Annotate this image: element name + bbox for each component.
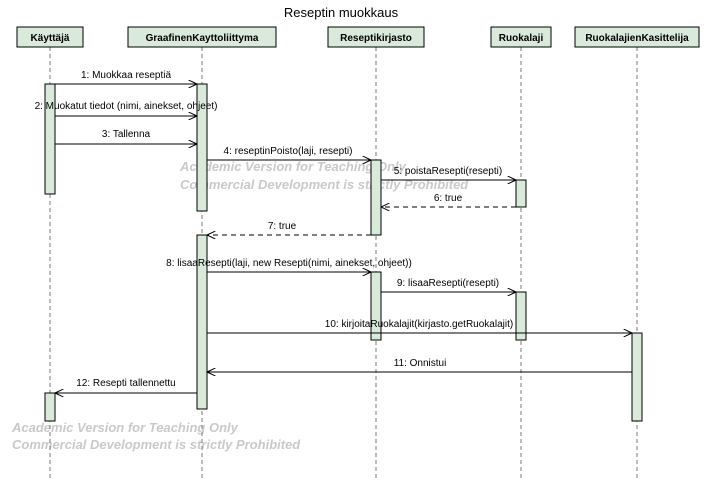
message-10: 10: kirjoitaRuokalajit(kirjasto.getRuoka… bbox=[207, 319, 632, 333]
activation-graafinen-2 bbox=[196, 234, 208, 410]
message-7-label: 7: true bbox=[268, 221, 297, 232]
message-8: 8: lisaaResepti(laji, new Resepti(nimi, … bbox=[166, 258, 412, 272]
participant-graafinen-label: GraafinenKayttoliittyma bbox=[146, 33, 259, 44]
messages: 1: Muokkaa reseptiä 2: Muokatut tiedot (… bbox=[35, 70, 632, 393]
message-11-label: 11: Onnistui bbox=[394, 358, 447, 369]
message-9-label: 9: lisaaResepti(resepti) bbox=[397, 278, 499, 289]
message-11: 11: Onnistui bbox=[207, 358, 632, 372]
participant-graafinen: GraafinenKayttoliittyma bbox=[127, 26, 277, 48]
watermark-lower: Academic Version for Teaching Only Comme… bbox=[11, 420, 301, 452]
message-9: 9: lisaaResepti(resepti) bbox=[381, 278, 516, 292]
message-2: 2: Muokatut tiedot (nimi, ainekset, ohje… bbox=[35, 101, 218, 116]
activation-kayttaja-1 bbox=[44, 83, 56, 195]
activation-kasittelija bbox=[631, 332, 643, 422]
activation-ruokalaji-2 bbox=[515, 291, 527, 341]
message-2-label: 2: Muokatut tiedot (nimi, ainekset, ohje… bbox=[35, 101, 218, 112]
activation-kayttaja-2 bbox=[44, 392, 56, 422]
message-8-label: 8: lisaaResepti(laji, new Resepti(nimi, … bbox=[166, 258, 412, 269]
participant-kayttaja: Käyttäjä bbox=[16, 26, 84, 48]
message-7: 7: true bbox=[207, 221, 371, 235]
participants: Käyttäjä GraafinenKayttoliittyma Resepti… bbox=[16, 26, 700, 48]
message-4: 4: reseptinPoisto(laji, resepti) bbox=[207, 146, 371, 160]
watermark-upper-line2: Commercial Development is strictly Prohi… bbox=[180, 177, 469, 192]
message-6: 6: true bbox=[381, 193, 516, 207]
message-10-label: 10: kirjoitaRuokalajit(kirjasto.getRuoka… bbox=[325, 319, 513, 330]
message-3: 3: Tallenna bbox=[55, 129, 197, 144]
activation-kirjasto-2 bbox=[370, 271, 382, 341]
participant-ruokalaji: Ruokalaji bbox=[490, 26, 552, 48]
participant-kasittelija-label: RuokalajienKasittelija bbox=[585, 33, 689, 44]
activation-ruokalaji-1 bbox=[515, 179, 527, 208]
watermark-lower-line2: Commercial Development is strictly Prohi… bbox=[12, 437, 301, 452]
participant-kirjasto: Reseptikirjasto bbox=[327, 26, 425, 48]
watermark-upper: Academic Version for Teaching Only Comme… bbox=[179, 159, 469, 192]
participant-kasittelija: RuokalajienKasittelija bbox=[574, 26, 700, 48]
message-1-label: 1: Muokkaa reseptiä bbox=[81, 70, 171, 81]
activation-kirjasto-1 bbox=[370, 159, 382, 236]
diagram-title: Reseptin muokkaus bbox=[284, 5, 399, 20]
activations bbox=[44, 83, 643, 422]
message-4-label: 4: reseptinPoisto(laji, resepti) bbox=[224, 146, 353, 157]
participant-ruokalaji-label: Ruokalaji bbox=[499, 33, 544, 44]
participant-kayttaja-label: Käyttäjä bbox=[31, 33, 70, 44]
message-5-label: 5: poistaResepti(resepti) bbox=[394, 166, 502, 177]
message-12-label: 12: Resepti tallennettu bbox=[76, 378, 176, 389]
watermark-lower-line1: Academic Version for Teaching Only bbox=[11, 420, 239, 435]
watermark-upper-line1: Academic Version for Teaching Only bbox=[179, 159, 407, 174]
message-5: 5: poistaResepti(resepti) bbox=[381, 166, 516, 180]
message-6-label: 6: true bbox=[434, 193, 463, 204]
message-12: 12: Resepti tallennettu bbox=[55, 378, 197, 393]
message-1: 1: Muokkaa reseptiä bbox=[55, 70, 197, 84]
message-3-label: 3: Tallenna bbox=[102, 129, 151, 140]
participant-kirjasto-label: Reseptikirjasto bbox=[340, 33, 412, 44]
